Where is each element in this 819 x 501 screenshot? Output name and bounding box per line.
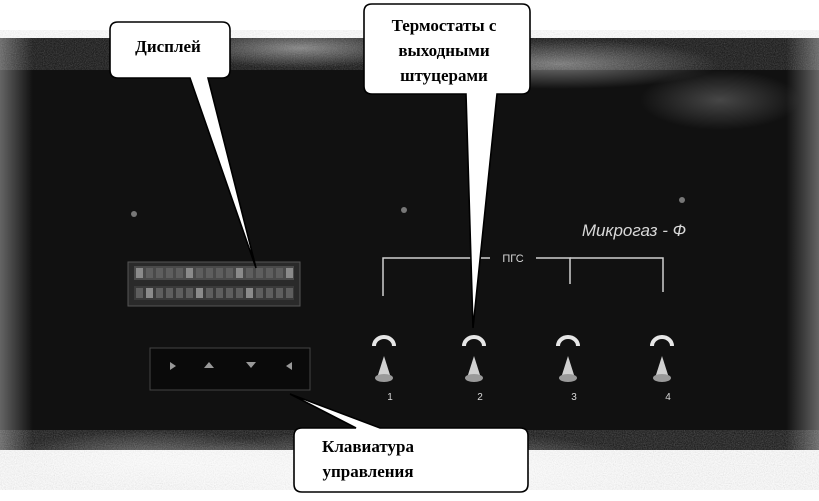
outlet-fitting-3: 3 (556, 335, 580, 403)
thermostats-callout-line-2: выходными (398, 41, 490, 60)
port-number-label: 4 (665, 392, 671, 403)
lcd-char-cell (196, 268, 203, 278)
lcd-char-cell (266, 288, 273, 298)
fitting-nozzle-icon (561, 356, 575, 378)
port-number-label: 3 (571, 392, 577, 403)
fitting-ring-icon (556, 335, 580, 347)
lcd-char-cell (176, 288, 183, 298)
thermostats-callout-line-1: Термостаты с (392, 16, 497, 35)
fitting-ring-icon (462, 335, 486, 347)
lcd-char-cell (236, 288, 243, 298)
fitting-nozzle-icon (655, 356, 669, 378)
lcd-char-cell (146, 288, 153, 298)
outlet-fitting-1: 1 (372, 335, 396, 403)
outlet-fittings: 1 2 3 4 (372, 335, 674, 403)
lcd-char-cell (286, 288, 293, 298)
lcd-char-cell (196, 288, 203, 298)
key-left-arrow-icon[interactable] (286, 362, 292, 370)
fitting-base-icon (465, 374, 483, 382)
device-panel (0, 28, 819, 501)
key-right-arrow-icon[interactable] (170, 362, 176, 370)
lcd-char-cell (266, 268, 273, 278)
outlet-fitting-4: 4 (650, 335, 674, 403)
lcd-char-cell (236, 268, 243, 278)
fitting-ring-icon (372, 335, 396, 347)
lcd-char-cell (246, 268, 253, 278)
lcd-char-cell (176, 268, 183, 278)
lcd-char-cell (156, 268, 163, 278)
lcd-char-cell (216, 288, 223, 298)
lcd-char-cell (166, 268, 173, 278)
lcd-char-cell (286, 268, 293, 278)
key-down-arrow-icon[interactable] (246, 362, 256, 368)
lcd-char-cell (216, 268, 223, 278)
lcd-char-cell (166, 288, 173, 298)
fitting-base-icon (375, 374, 393, 382)
lcd-char-cell (186, 268, 193, 278)
callout-keyboard: Клавиатура управления (289, 393, 529, 493)
brand-label: Микрогаз - Ф (582, 221, 686, 240)
lcd-char-cell (276, 268, 283, 278)
lcd-char-cell (226, 288, 233, 298)
keyboard-callout-line-2: управления (322, 462, 413, 481)
display-callout-label: Дисплей (135, 37, 201, 56)
outlet-fitting-2: 2 (462, 335, 486, 403)
fitting-base-icon (559, 374, 577, 382)
callout-thermostats: Термостаты с выходными штуцерами (363, 3, 531, 329)
lcd-char-cell (226, 268, 233, 278)
fitting-ring-icon (650, 335, 674, 347)
lcd-char-cell (156, 288, 163, 298)
pgs-bracket: ПГС (382, 253, 664, 296)
port-number-label: 2 (477, 392, 483, 403)
key-up-arrow-icon[interactable] (204, 362, 214, 368)
control-keyboard (149, 347, 311, 391)
callout-display: Дисплей (109, 21, 257, 269)
lcd-char-cell (186, 288, 193, 298)
lcd-char-cell (246, 288, 253, 298)
fitting-nozzle-icon (377, 356, 391, 378)
fitting-nozzle-icon (467, 356, 481, 378)
lcd-char-cell (206, 288, 213, 298)
screw-icon (131, 211, 137, 217)
lcd-display (127, 261, 301, 307)
screw-icon (401, 207, 407, 213)
port-number-label: 1 (387, 392, 393, 403)
lcd-char-cell (146, 268, 153, 278)
lcd-char-cell (136, 268, 143, 278)
lcd-char-cell (256, 268, 263, 278)
screw-icon (679, 197, 685, 203)
fitting-base-icon (653, 374, 671, 382)
lcd-char-cell (206, 268, 213, 278)
lcd-char-cell (136, 288, 143, 298)
thermostats-callout-line-3: штуцерами (400, 66, 488, 85)
lcd-char-cell (256, 288, 263, 298)
lcd-char-cell (276, 288, 283, 298)
pgs-label: ПГС (502, 253, 523, 265)
keyboard-callout-line-1: Клавиатура (322, 437, 414, 456)
